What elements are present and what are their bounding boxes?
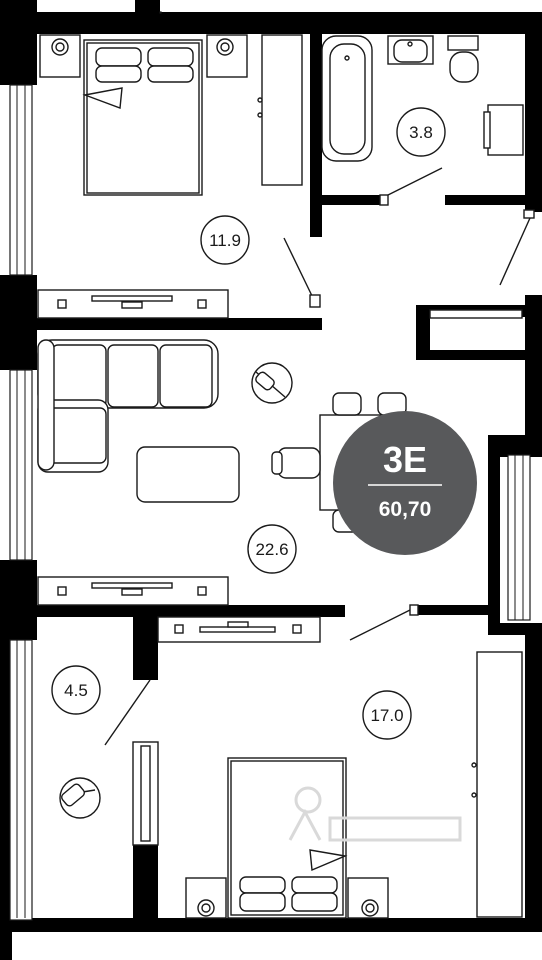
window-top-bath bbox=[159, 11, 162, 14]
wall-bottom bbox=[0, 918, 542, 932]
bed-bedroom-2 bbox=[185, 757, 389, 919]
area-balcony: 4.5 bbox=[64, 681, 88, 700]
tv-stand-bedroom-2 bbox=[157, 616, 321, 643]
badge-circle bbox=[333, 411, 477, 555]
wall-bed2-top bbox=[415, 605, 500, 615]
door-balcony bbox=[104, 679, 151, 746]
balcony-chair bbox=[59, 777, 101, 819]
wall-right-upper bbox=[525, 12, 542, 212]
armchair-living bbox=[251, 362, 293, 404]
doors bbox=[104, 167, 535, 746]
watermark-logo bbox=[288, 786, 462, 842]
area-bedroom-2: 17.0 bbox=[370, 706, 403, 725]
door-hall bbox=[499, 217, 531, 286]
area-label-bedroom-1: 11.9 bbox=[200, 215, 250, 265]
wall-left-lower bbox=[0, 615, 12, 960]
sofa bbox=[37, 339, 219, 473]
wall-niche-bottom bbox=[416, 350, 526, 360]
wardrobe-bedroom-1 bbox=[257, 34, 303, 186]
door-bedroom-2 bbox=[349, 609, 411, 641]
wall-top-left-corner bbox=[0, 0, 37, 85]
tv-stand-living bbox=[37, 576, 229, 606]
tv-stand-bedroom-1 bbox=[37, 289, 229, 319]
washer bbox=[483, 104, 524, 156]
wall-top bbox=[35, 12, 542, 34]
wall-right-notch-bottom bbox=[488, 623, 542, 635]
wall-right-lower bbox=[525, 635, 542, 930]
sink bbox=[387, 35, 434, 65]
wall-bed2-left bbox=[133, 845, 158, 930]
area-label-bedroom-2: 17.0 bbox=[362, 690, 412, 740]
wall-left-upper bbox=[0, 275, 37, 370]
wall-right-notch-top bbox=[488, 435, 542, 447]
windows bbox=[9, 11, 531, 921]
window-living bbox=[9, 369, 33, 561]
area-bedroom-1: 11.9 bbox=[209, 231, 241, 250]
wall-bed1-bottom bbox=[35, 318, 322, 330]
window-bedroom-1 bbox=[9, 84, 33, 276]
wall-right-notch-inner bbox=[500, 447, 542, 457]
area-living-room: 22.6 bbox=[255, 540, 288, 559]
balcony-shelf bbox=[132, 741, 159, 846]
coffee-table bbox=[136, 446, 240, 503]
area-label-balcony: 4.5 bbox=[51, 665, 101, 715]
shelf-niche bbox=[429, 309, 523, 319]
wall-bath-bottom-b bbox=[445, 195, 540, 205]
area-bathroom: 3.8 bbox=[409, 123, 433, 142]
wall-bath-left bbox=[310, 12, 322, 237]
door-bathroom bbox=[387, 167, 443, 196]
wall-right-mid bbox=[525, 295, 542, 435]
window-balcony bbox=[9, 639, 33, 921]
area-label-bathroom: 3.8 bbox=[396, 107, 446, 157]
wall-balcony-divider bbox=[133, 615, 158, 680]
wall-living-bottom bbox=[0, 605, 345, 617]
apartment-badge: 3E 60,70 bbox=[333, 411, 477, 555]
bed-bedroom-1 bbox=[39, 34, 248, 196]
wall-niche-left bbox=[416, 305, 430, 360]
window-right bbox=[507, 454, 531, 621]
wall-right-notch bbox=[488, 435, 500, 635]
wardrobe-bedroom-2 bbox=[471, 651, 523, 918]
area-label-living-room: 22.6 bbox=[247, 524, 297, 574]
door-bedroom-1 bbox=[283, 237, 315, 301]
apartment-type: 3E bbox=[383, 439, 427, 480]
toilet bbox=[447, 35, 479, 83]
total-area: 60,70 bbox=[379, 498, 432, 521]
bathtub bbox=[321, 35, 373, 162]
wall-bath-bottom-a bbox=[310, 195, 385, 205]
